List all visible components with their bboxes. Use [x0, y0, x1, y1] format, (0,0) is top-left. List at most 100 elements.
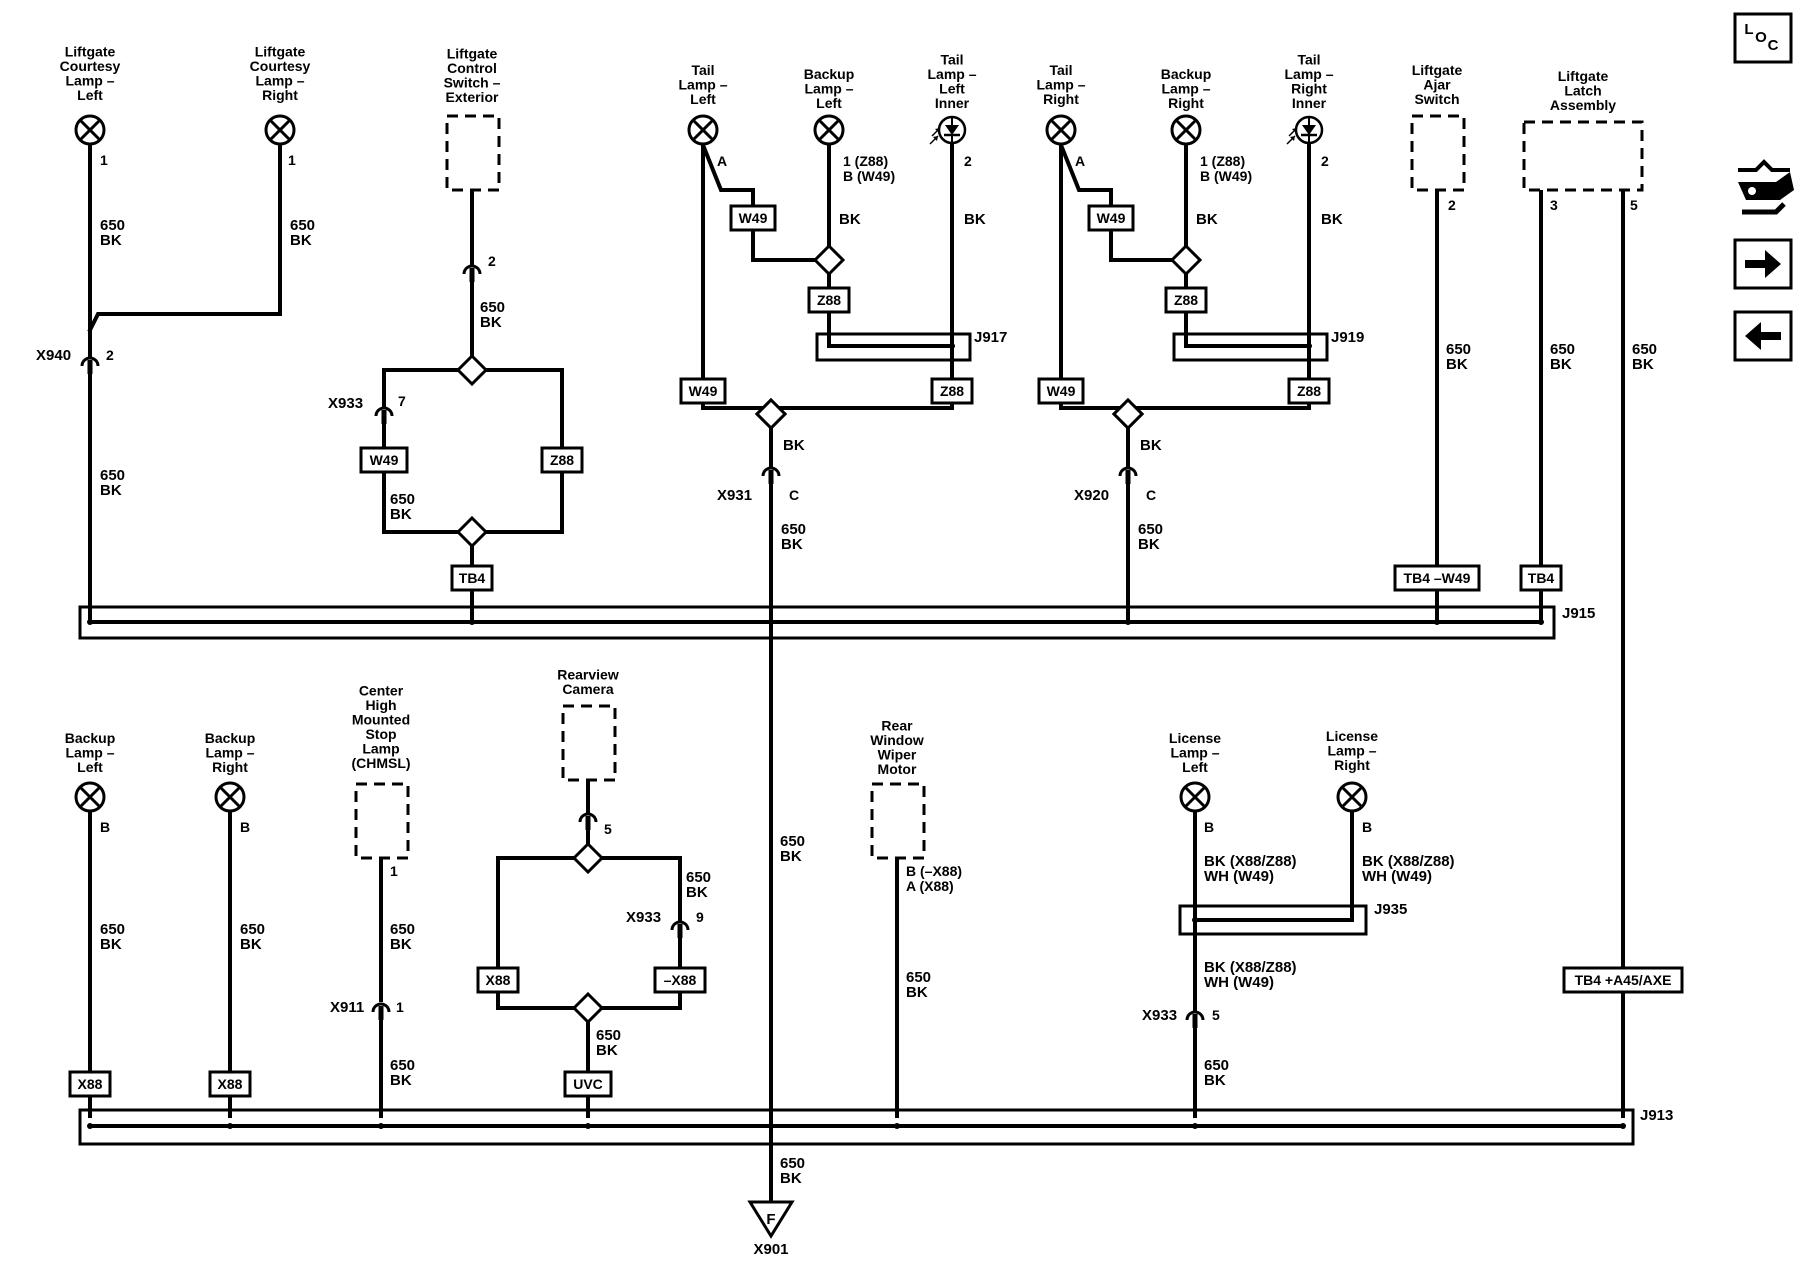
pin-label: A — [717, 153, 727, 169]
inner-tail-led-icon — [929, 115, 967, 145]
wire-tail-lamp — [1059, 143, 1138, 410]
splice-dot — [378, 1123, 384, 1129]
component-label-tail_right_inner: Inner — [1292, 95, 1327, 111]
component-label-backup_left_top: Left — [816, 95, 842, 111]
wire-courtesy-right — [87, 143, 282, 333]
connector-schematic-icon[interactable] — [1732, 158, 1794, 220]
component-label-license_right: Lamp – — [1327, 743, 1376, 759]
splice-dot — [1125, 619, 1131, 625]
wire-gauge-label: 650 — [780, 1155, 805, 1172]
next-page-button[interactable] — [1733, 238, 1793, 290]
backup-lamp-left-icon — [74, 781, 106, 813]
splice-dot — [1306, 343, 1312, 349]
wire-gauge-label: 650 — [1632, 341, 1657, 358]
component-label-license_left: License — [1169, 730, 1221, 746]
component-label-tail_left_inner: Lamp – — [927, 66, 976, 82]
shield-j919 — [1172, 332, 1329, 362]
splice-diamond — [754, 397, 788, 431]
bus-j915 — [78, 605, 1556, 640]
wire-gauge-label: 650 — [686, 869, 711, 886]
wire-color-label: BK — [780, 1170, 802, 1187]
connector-x901: X901 — [753, 1241, 788, 1258]
component-label-tail_right_inner: Tail — [1297, 52, 1320, 68]
connector-x940: X940 — [36, 347, 71, 364]
component-label-tail_left_inner: Inner — [935, 95, 970, 111]
wire-color-label: BK (X88/Z88) — [1204, 959, 1297, 976]
x933-inline-connector — [670, 920, 690, 938]
wire-negx88-down — [600, 932, 682, 1010]
component-label-backup_right_bottom: Lamp – — [205, 745, 254, 761]
splice-dot — [768, 619, 774, 625]
wire-gauge-label: 650 — [290, 217, 315, 234]
option-tb4-a45: TB4 +A45/AXE — [1562, 966, 1684, 994]
connector-x920: X920 — [1074, 487, 1109, 504]
wire-color-label: BK — [781, 536, 803, 553]
option-x88: X88 — [208, 1070, 252, 1098]
option-w49: W49 — [359, 446, 409, 474]
courtesy-lamp-left-icon — [74, 114, 106, 146]
component-label-wiper_motor: Motor — [878, 761, 917, 777]
x911-inline-connector — [371, 1002, 391, 1020]
pin-label: 9 — [696, 909, 704, 925]
option-tb4-label: TB4 — [459, 570, 486, 586]
camera-inline-connector — [578, 812, 598, 830]
component-label-ajar_switch: Ajar — [1423, 77, 1451, 93]
splice-diamond — [455, 353, 489, 387]
wire-gauge-label: 650 — [390, 1057, 415, 1074]
wire-color-label: BK — [964, 211, 986, 228]
pin-label: 1 — [288, 152, 296, 168]
component-label-chmsl: Lamp — [362, 741, 399, 757]
connector-j913: J913 — [1640, 1107, 1673, 1124]
wire-color-label: BK — [1632, 356, 1654, 373]
option-z88: Z88 — [1287, 377, 1331, 405]
pin-label: 3 — [1550, 197, 1558, 213]
tail-lamp-icon — [687, 114, 719, 146]
wire-gauge-label: 650 — [1204, 1057, 1229, 1074]
splice-diamond — [455, 515, 489, 549]
tail-lamp-icon — [1045, 114, 1077, 146]
wire-gauge-label: 650 — [390, 491, 415, 508]
splice-dot — [87, 1123, 93, 1129]
option-z88-label: Z88 — [1174, 292, 1198, 308]
wire-w49-tail — [1058, 142, 1174, 262]
pin-label: 2 — [1321, 153, 1329, 169]
splice-dot — [585, 1123, 591, 1129]
component-label-wiper_motor: Window — [870, 732, 924, 748]
component-label-ajar_switch: Switch — [1414, 91, 1459, 107]
pin-label: A — [1075, 153, 1085, 169]
component-label-tail_left: Left — [690, 91, 716, 107]
pin-label: 2 — [1448, 197, 1456, 213]
component-label-courtesy_left: Left — [77, 87, 103, 103]
chmsl-box — [354, 782, 410, 860]
pin-label: C — [789, 487, 799, 503]
connector-x933: X933 — [328, 395, 363, 412]
prev-page-button[interactable] — [1733, 310, 1793, 362]
connector-j935: J935 — [1374, 901, 1407, 918]
component-label-tail_left: Lamp – — [678, 77, 727, 93]
component-label-tail_left: Tail — [691, 62, 714, 78]
wire-color-label: BK — [290, 232, 312, 249]
backup-lamp-icon — [1170, 114, 1202, 146]
pin-label: A (X88) — [906, 878, 954, 894]
option-z88-label: Z88 — [817, 292, 841, 308]
component-label-ajar_switch: Liftgate — [1412, 62, 1463, 78]
pin-label: 2 — [106, 347, 114, 363]
component-label-chmsl: Center — [359, 683, 404, 699]
component-label-rearview_camera: Camera — [562, 681, 614, 697]
component-label-chmsl: (CHMSL) — [351, 755, 410, 771]
wire-color-label: BK — [596, 1042, 618, 1059]
option-x88: X88 — [68, 1070, 112, 1098]
wire-gauge-label: 650 — [100, 921, 125, 938]
component-label-chmsl: Stop — [365, 726, 396, 742]
arrow-left-icon — [1745, 322, 1781, 350]
option-tb4-a45-label: TB4 +A45/AXE — [1575, 972, 1672, 988]
wire-color-label: BK — [390, 936, 412, 953]
component-label-wiper_motor: Rear — [881, 718, 913, 734]
wiper-motor-box — [870, 782, 926, 860]
option-w49: W49 — [729, 204, 777, 232]
license-lamp-left-icon — [1179, 781, 1211, 813]
component-label-latch_assembly: Latch — [1564, 83, 1601, 99]
loc-letter: L — [1744, 21, 1753, 38]
